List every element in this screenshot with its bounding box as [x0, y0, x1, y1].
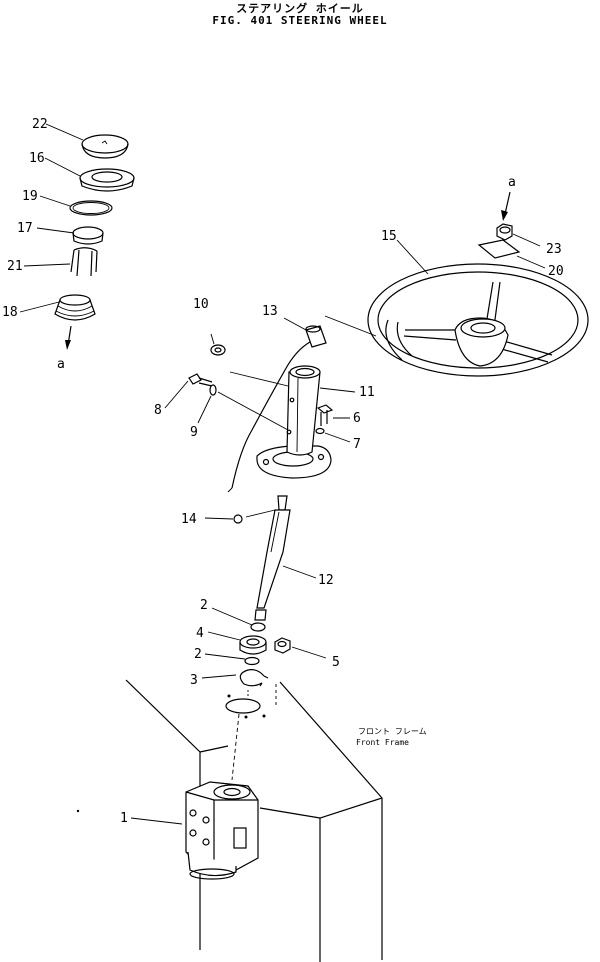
front-frame	[76, 679, 383, 962]
part-6-bolt	[316, 404, 334, 426]
callout-2-upper: 2	[200, 598, 208, 613]
part-22-cap	[81, 134, 129, 159]
part-15-steering-wheel	[367, 263, 589, 377]
part-1-steering-valve	[185, 781, 259, 880]
part-9-washer	[209, 384, 289, 431]
part-5-nut	[274, 637, 291, 654]
part-16-nut-ring	[79, 168, 135, 192]
callout-10: 10	[193, 297, 209, 312]
part-23-nut	[496, 223, 513, 241]
part-19-o-ring	[69, 200, 113, 216]
part-7-washer	[315, 427, 325, 435]
part-20-lock-plate	[477, 239, 521, 259]
callout-11: 11	[359, 385, 375, 400]
part-2-upper-snap-ring	[250, 622, 266, 632]
front-frame-label-en: Front Frame	[356, 738, 409, 747]
callout-19: 19	[22, 189, 38, 204]
reference-a-left: a	[57, 357, 65, 372]
part-11-steering-column	[256, 365, 332, 479]
callout-13: 13	[262, 304, 278, 319]
callout-21: 21	[7, 259, 23, 274]
part-17-bushing	[72, 226, 104, 245]
title-english: FIG. 401 STEERING WHEEL	[212, 14, 387, 27]
front-frame-label-jp: フロント フレーム	[358, 727, 427, 736]
part-4-bearing	[239, 635, 267, 655]
reference-a-top: a	[508, 175, 516, 190]
callout-14: 14	[181, 512, 197, 527]
callout-20: 20	[548, 264, 564, 279]
callout-3: 3	[190, 673, 198, 688]
part-8-bolt	[188, 373, 213, 387]
callout-18: 18	[2, 305, 18, 320]
part-18-boot	[54, 294, 96, 350]
callout-5: 5	[332, 655, 340, 670]
part-14-pin	[233, 514, 243, 524]
callout-8: 8	[154, 403, 162, 418]
part-13-switch-cable	[227, 325, 327, 493]
callout-2-lower: 2	[194, 647, 202, 662]
callout-17: 17	[17, 221, 33, 236]
callout-4: 4	[196, 626, 204, 641]
part-21-spring-clip	[70, 247, 98, 277]
callout-12: 12	[318, 573, 334, 588]
callout-15: 15	[381, 229, 397, 244]
callout-22: 22	[32, 117, 48, 132]
part-10-grommet	[210, 344, 226, 356]
callout-9: 9	[190, 425, 198, 440]
part-12-steering-shaft	[254, 495, 291, 621]
part-2-lower-snap-ring	[244, 656, 260, 666]
callout-23: 23	[546, 242, 562, 257]
callout-1: 1	[120, 811, 128, 826]
part-3-circlip	[239, 669, 269, 687]
callout-16: 16	[29, 151, 45, 166]
callout-6: 6	[353, 411, 361, 426]
callout-7: 7	[353, 437, 361, 452]
title-japanese: ステアリング ホイール	[236, 1, 364, 15]
